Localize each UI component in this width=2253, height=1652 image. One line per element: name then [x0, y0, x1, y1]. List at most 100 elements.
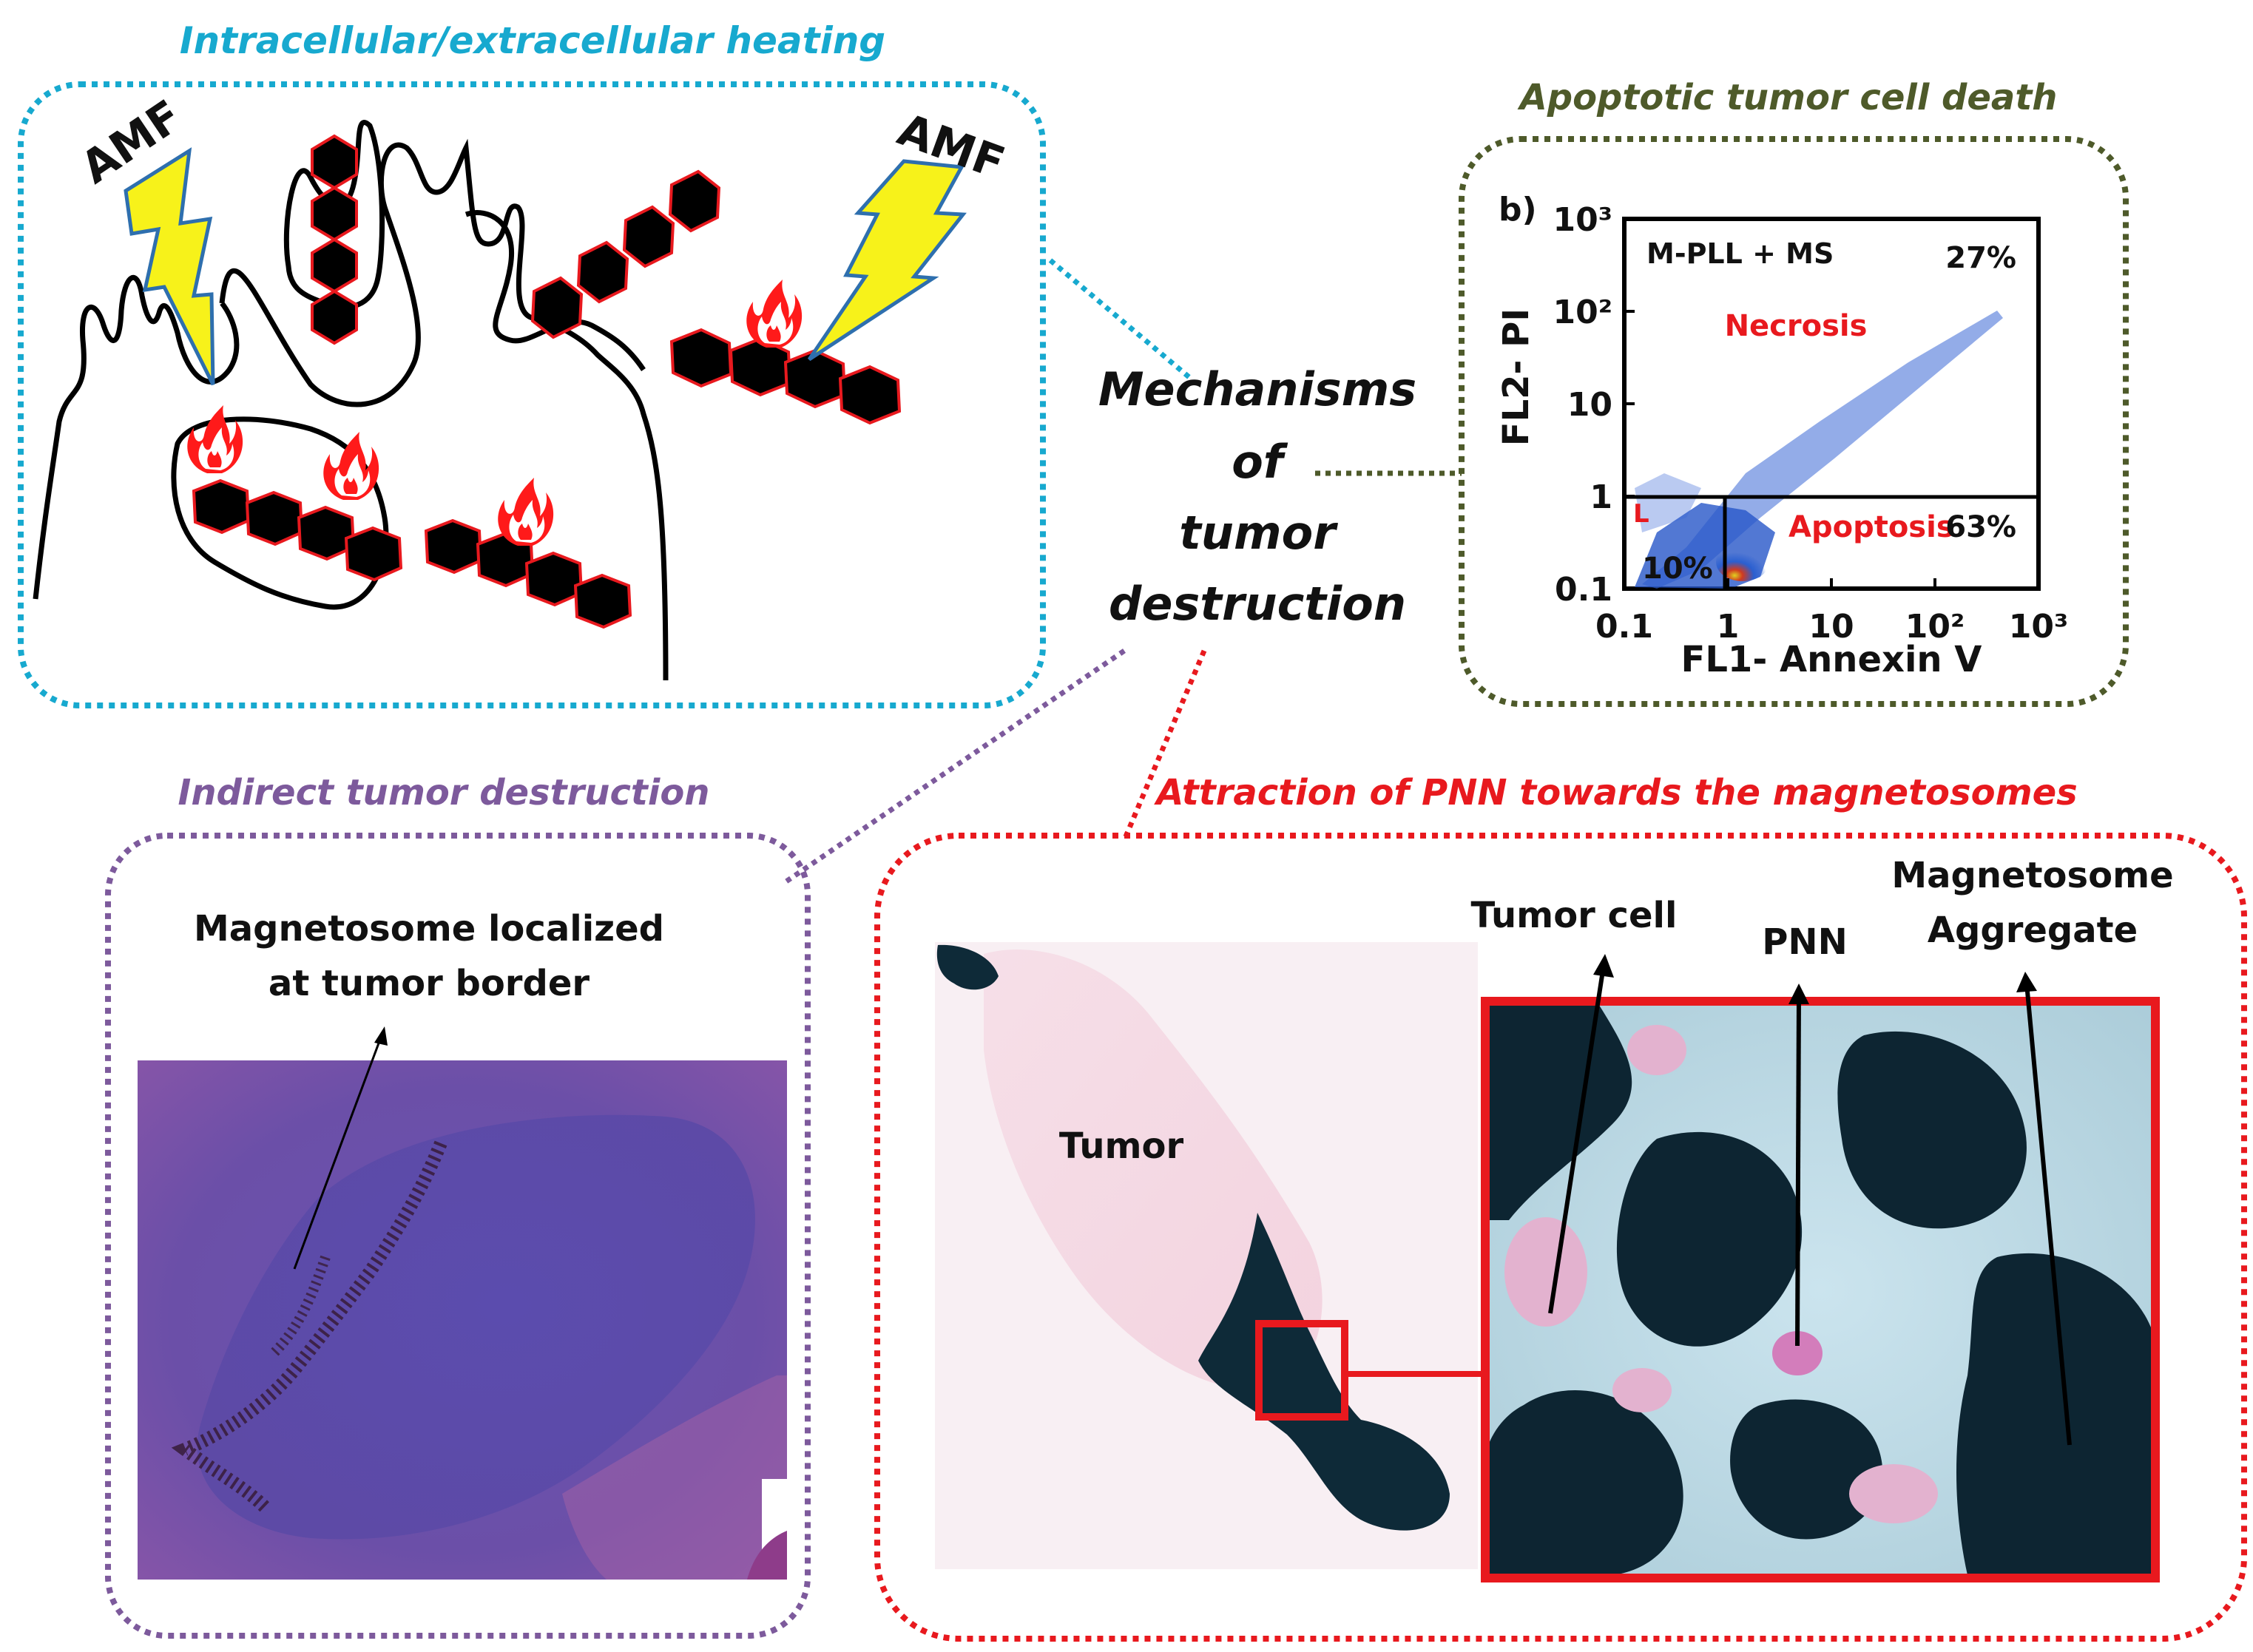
apoptosis-percent: 63% [1945, 510, 2016, 544]
annotation-line2: at tumor border [268, 963, 590, 1004]
histology-pink-corner [747, 1531, 787, 1580]
tumor-label: Tumor [1059, 1125, 1184, 1167]
y-tick-label: 10³ [1553, 201, 1612, 239]
apoptotic-title: Apoptotic tumor cell death [1517, 77, 2058, 118]
center-title: Mechanisms of tumor destruction [1098, 362, 1416, 631]
pnn-panel: Attraction of PNN towards the magnetosom… [874, 772, 2247, 1642]
tumor-cell-label: Tumor cell [1471, 895, 1678, 936]
connector-heating [1048, 258, 1193, 381]
aggregate-arrow [2024, 983, 2072, 1446]
zoom-inset [1481, 997, 2160, 1582]
x-axis-ticks: 0.1 1 10 10² 10³ [1595, 578, 2068, 646]
connector-pnn [1121, 649, 1207, 842]
pnn-frame [874, 833, 2247, 1642]
aggregate-label-line1: Magnetosome [1891, 855, 2173, 896]
cell-membrane [33, 138, 669, 681]
histology-image [138, 1060, 787, 1580]
pnn-title: Attraction of PNN towards the magnetosom… [1153, 772, 2077, 813]
sample-label: M-PLL + MS [1646, 237, 1834, 270]
tumor-region [984, 949, 1323, 1390]
x-tick-label: 1 [1717, 608, 1740, 646]
pink-cell [1612, 1368, 1672, 1412]
gate-apoptosis [1723, 495, 2041, 591]
live-label: L [1633, 499, 1649, 529]
arrowhead-icon [374, 1026, 388, 1046]
cell-membrane-inner [465, 210, 646, 371]
heating-panel: Intracellular/extracellular heating [18, 19, 1046, 708]
indirect-frame [105, 833, 811, 1639]
center-title-line1: Mechanisms [1098, 362, 1416, 416]
pnn-arrow [1795, 996, 1801, 1347]
hexagon-chain-icon [530, 169, 721, 339]
indirect-panel: Indirect tumor destruction Magnetosome l… [105, 772, 811, 1639]
aggregate-label-line2: Aggregate [1928, 910, 2138, 951]
aggregate-blob [1837, 1031, 2027, 1229]
center-title-line4: destruction [1109, 577, 1406, 631]
event-cloud-core [1716, 543, 1769, 581]
flame-icon [323, 432, 379, 500]
magnetosome-deposit-top [936, 944, 999, 990]
magnetosome-border-2 [270, 1255, 331, 1357]
lightning-bolt-icon [807, 159, 967, 362]
apoptosis-label: Apoptosis [1788, 510, 1954, 544]
pink-cell [1849, 1464, 1938, 1523]
flame-icon [746, 280, 803, 348]
y-axis-label: FL2- PI [1496, 308, 1537, 446]
magnetosome-deposit [1198, 1213, 1450, 1531]
center-title-line2: of [1232, 435, 1288, 489]
indirect-title: Indirect tumor destruction [178, 772, 710, 813]
heating-frame [18, 81, 1046, 708]
hexagon-chain-icon [311, 134, 358, 345]
aggregate-blob [1487, 1390, 1683, 1575]
arrowhead-icon [2016, 972, 2037, 992]
flame-icon [498, 478, 554, 546]
necrosis-percent: 27% [1945, 241, 2016, 275]
tumor-histology-image: Tumor [935, 942, 1485, 1569]
aggregate-blob [1730, 1399, 1883, 1540]
magnetosome-border [171, 1140, 447, 1514]
pnn-cell [1772, 1331, 1823, 1375]
pink-cell [1627, 1025, 1686, 1075]
aggregate-blob [1487, 1003, 1632, 1220]
aggregate-blob [1616, 1131, 1803, 1347]
hexagon-chain-icon [192, 478, 403, 582]
panel-label: b) [1499, 191, 1537, 228]
flow-cytometry-chart: b) M-PLL + MS 27% Necrosis Apoptosis 63%… [1496, 191, 2068, 680]
apoptotic-frame [1459, 136, 2129, 707]
annotation-arrow [293, 1035, 383, 1270]
x-tick-label: 10 [1808, 608, 1854, 646]
aggregate-blob [1956, 1253, 2152, 1575]
x-tick-label: 0.1 [1595, 608, 1653, 646]
tumor-cell [1504, 1217, 1587, 1327]
hexagon-chain-icon [424, 518, 632, 629]
annotation-line1: Magnetosome localized [194, 908, 664, 949]
pnn-label: PNN [1762, 921, 1848, 963]
event-cloud-spread [1635, 473, 1701, 532]
necrosis-label: Necrosis [1725, 309, 1868, 343]
y-tick-label: 10² [1553, 294, 1612, 331]
zoom-box [1255, 1320, 1348, 1421]
connector-indirect [783, 649, 1126, 885]
center-title-line3: tumor [1179, 506, 1338, 560]
hexagon-chain-icon [669, 328, 902, 425]
y-tick-label: 10 [1567, 386, 1612, 424]
arrowhead-icon [1788, 984, 1809, 1004]
event-cloud [1635, 311, 2003, 589]
apoptotic-panel: Apoptotic tumor cell death b) M-PLL + MS… [1459, 77, 2129, 707]
stroma [562, 1375, 787, 1580]
y-tick-label: 1 [1590, 478, 1612, 516]
heating-title: Intracellular/extracellular heating [180, 19, 885, 62]
live-percent: 10% [1642, 552, 1713, 586]
flame-icon [187, 405, 243, 473]
y-axis-ticks: 0.1 1 10 10² 10³ [1553, 201, 1635, 609]
zoom-inset-border [1481, 997, 2160, 1582]
x-tick-label: 10³ [2009, 608, 2069, 646]
y-tick-label: 0.1 [1555, 571, 1612, 609]
arrowhead-icon [1593, 954, 1614, 978]
tumor-cell-arrow [1548, 965, 1606, 1314]
x-axis-label: FL1- Annexin V [1681, 639, 1982, 680]
lightning-bolt-icon [124, 147, 215, 386]
tumor-nodule [197, 1114, 755, 1540]
x-tick-label: 10² [1905, 608, 1965, 646]
